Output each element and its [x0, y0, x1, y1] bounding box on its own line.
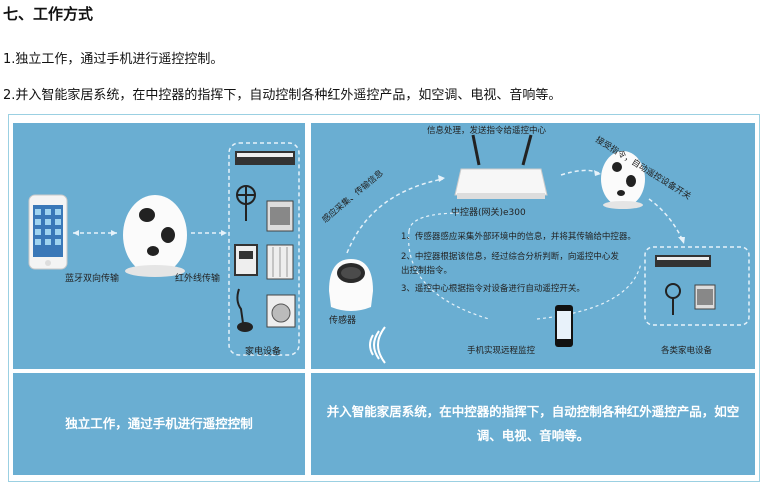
fan-icon — [236, 185, 256, 221]
wireless-signal-icon — [369, 326, 386, 364]
oven-icon — [694, 284, 716, 310]
paragraph-standalone: 1.独立工作，通过手机进行遥控控制。 — [3, 52, 224, 67]
remote-egg-device-icon — [123, 195, 187, 277]
step-3-text: 3、遥控中心根据指令对设备进行自动遥控开关。 — [401, 283, 585, 294]
mobile-phone-icon — [555, 305, 573, 347]
smart-home-diagram-panel: 信息处理，发送指令给遥控中心 中控器(网关)e300 接受指令，自动遥控设备开关 — [311, 123, 755, 369]
section-heading: 七、工作方式 — [3, 5, 94, 23]
step-2-text: 2、中控器根据该信息，经过综合分析判断，向遥控中心发 — [401, 251, 619, 262]
home-appliances-group — [644, 246, 750, 326]
step-2-text-cont: 出控制指令。 — [401, 265, 452, 276]
air-conditioner-icon — [235, 151, 295, 165]
sensor-label: 传感器 — [329, 314, 356, 326]
fan-icon — [665, 283, 681, 315]
step-1-text: 1、传感器感应采集外部环境中的信息，并将其传输给中控器。 — [401, 231, 636, 242]
top-label: 信息处理，发送指令给遥控中心 — [427, 125, 547, 136]
bluetooth-label: 蓝牙双向传输 — [65, 272, 119, 284]
smartphone-icon — [28, 194, 68, 270]
remote-center-egg-icon — [601, 151, 645, 209]
appliances-group — [228, 142, 300, 356]
air-conditioner-icon — [655, 255, 711, 267]
home-appliances-label: 各类家电设备 — [661, 345, 713, 356]
sensor-icon — [329, 259, 373, 311]
scale-icon — [234, 244, 258, 276]
controller-label: 中控器(网关)e300 — [451, 206, 526, 218]
phone-label: 手机实现远程监控 — [467, 345, 536, 356]
appliances-label: 家电设备 — [245, 345, 281, 357]
heater-icon — [266, 244, 294, 280]
infrared-label: 红外线传输 — [175, 272, 220, 284]
paragraph-smart-home: 2.并入智能家居系统，在中控器的指挥下，自动控制各种红外遥控产品，如空调、电视、… — [3, 88, 562, 103]
sense-label: 感应采集、传输信息 — [320, 167, 386, 225]
washing-machine-icon — [266, 294, 296, 328]
standalone-diagram-panel: 蓝牙双向传输 红外线传输 家电设备 — [13, 123, 305, 369]
diagram-frame: 蓝牙双向传输 红外线传输 家电设备 信息处理，发送指令给遥控中心 中控器(网关)… — [8, 114, 760, 482]
caption-standalone: 独立工作，通过手机进行遥控控制 — [13, 373, 305, 475]
caption-smart-home: 并入智能家居系统，在中控器的指挥下，自动控制各种红外遥控产品，如空调、电视、音响… — [311, 373, 755, 475]
oven-icon — [266, 200, 294, 232]
vacuum-cleaner-icon — [236, 288, 253, 332]
controller-router-icon — [454, 134, 548, 199]
